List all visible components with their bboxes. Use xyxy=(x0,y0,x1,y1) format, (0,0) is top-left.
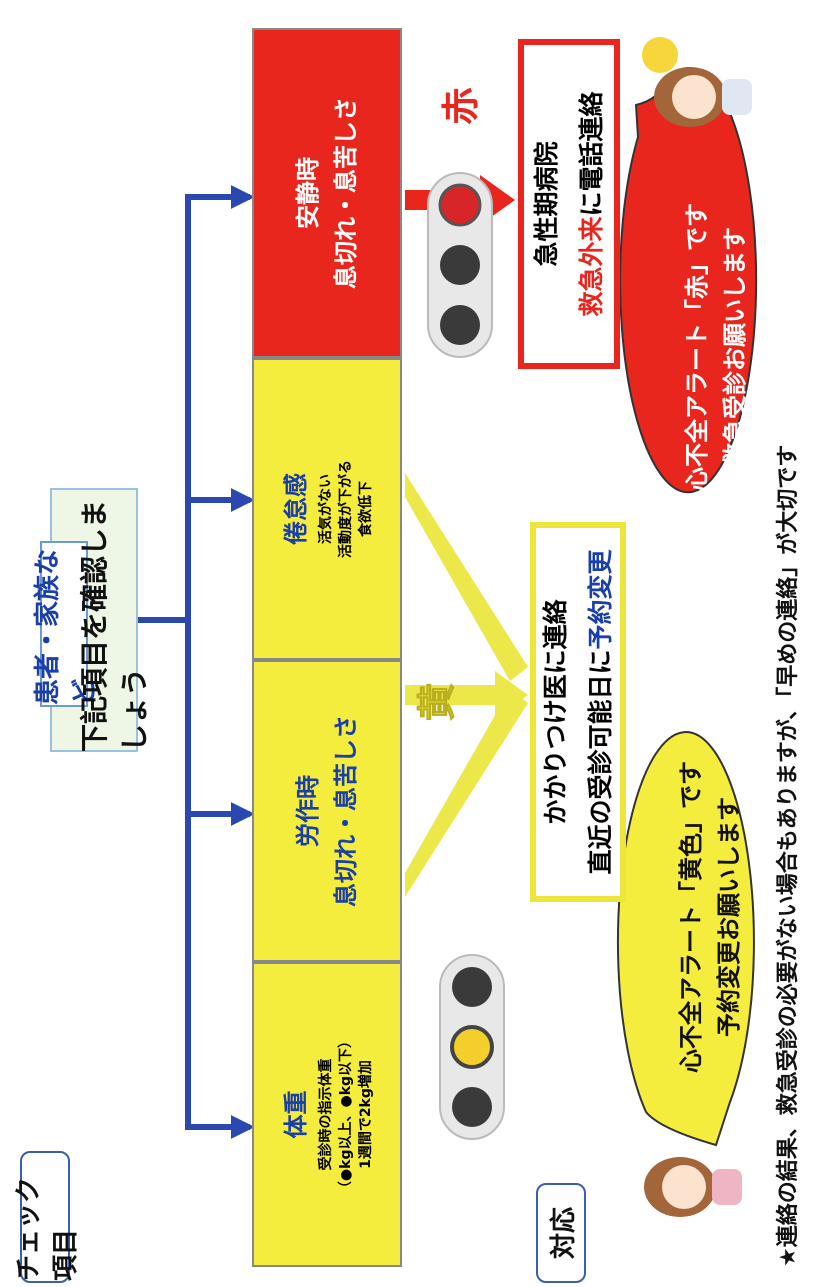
check-item-title: 労作時 xyxy=(293,775,322,847)
yellow-arrow-left xyxy=(405,689,528,897)
bubble-red-text: 心不全アラート「赤」です 救急受診お願いします xyxy=(656,167,776,527)
bubble-red-line2: 救急受診お願いします xyxy=(721,227,749,467)
response-yellow-prefix: 直近の受診可能日に xyxy=(586,649,615,875)
light-off-4 xyxy=(440,245,480,285)
light-off-2 xyxy=(452,967,492,1007)
side-label-response: 対応 xyxy=(536,1183,586,1283)
check-item-title: 安静時 xyxy=(293,157,322,229)
footnote: ★連絡の結果、救急受診の必要がない場合もありますが、「早めの連絡」が大切です xyxy=(776,444,801,1267)
check-item-rest: 安静時 息切れ・息苦しさ xyxy=(252,28,402,358)
bubble-red-line1: 心不全アラート「赤」です xyxy=(682,203,711,491)
check-item-line: 受診時の指示体重 xyxy=(317,1058,334,1171)
response-yellow-line1: かかりつけ医に連絡 xyxy=(541,599,570,825)
header-instruction: 下記項目を確認しましょう xyxy=(78,499,151,752)
check-item-line: 活気がない xyxy=(317,474,334,544)
woman-icon-red xyxy=(642,37,752,127)
check-item-exertion: 労作時 息切れ・息苦しさ xyxy=(252,660,402,962)
response-red-suffix: に電話連絡 xyxy=(577,91,606,217)
side-label-check: チェック項目 xyxy=(14,1151,81,1283)
check-item-line: （●kg以上、●kg以下） xyxy=(338,1033,355,1196)
light-off-1 xyxy=(452,1087,492,1127)
response-red-line1: 急性期病院 xyxy=(532,141,561,267)
traffic-light-red-group xyxy=(427,172,493,358)
bubble-yellow xyxy=(616,731,755,1147)
light-yellow-on xyxy=(450,1025,494,1069)
response-red-highlight: 救急外来 xyxy=(577,216,606,317)
check-item-line: 息切れ・息苦しさ xyxy=(332,97,360,289)
light-red-on xyxy=(438,183,482,227)
check-item-title: 倦怠感 xyxy=(282,473,311,545)
yellow-arrow-middle xyxy=(405,685,495,705)
response-yellow-line2: 直近の受診可能日に予約変更 xyxy=(578,549,623,874)
traffic-light-yellow-group xyxy=(439,954,505,1140)
bubble-yellow-line2: 予約変更お願いします xyxy=(715,797,743,1037)
response-red-line2: 救急外来に電話連絡 xyxy=(569,91,614,316)
bubble-yellow-line1: 心不全アラート「黄色」です xyxy=(676,761,705,1073)
check-item-line: 息切れ・息苦しさ xyxy=(332,715,360,907)
response-yellow-highlight: 予約変更 xyxy=(586,549,615,650)
signal-label-yellow: 黄 xyxy=(415,682,460,721)
light-off-3 xyxy=(440,305,480,345)
check-item-fatigue: 倦怠感 活気がない 活動度が下がる 食欲低下 xyxy=(252,358,402,660)
signal-label-red: 赤 xyxy=(439,86,483,125)
check-item-line: 活動度が下がる xyxy=(338,460,355,558)
check-item-line: 1週間で2kg増加 xyxy=(358,1060,375,1169)
response-yellow: かかりつけ医に連絡 直近の受診可能日に予約変更 xyxy=(530,522,626,902)
check-item-line: 食欲低下 xyxy=(358,481,375,537)
bubble-yellow-text: 心不全アラート「黄色」です 予約変更お願いします xyxy=(650,737,770,1097)
check-item-weight: 体重 受診時の指示体重 （●kg以上、●kg以下） 1週間で2kg増加 xyxy=(252,962,402,1267)
check-item-title: 体重 xyxy=(282,1090,311,1139)
yellow-arrow-right xyxy=(405,473,528,681)
response-red: 急性期病院 救急外来に電話連絡 xyxy=(518,39,620,369)
yellow-arrow-head xyxy=(495,671,528,719)
woman-icon-yellow xyxy=(644,1157,742,1217)
